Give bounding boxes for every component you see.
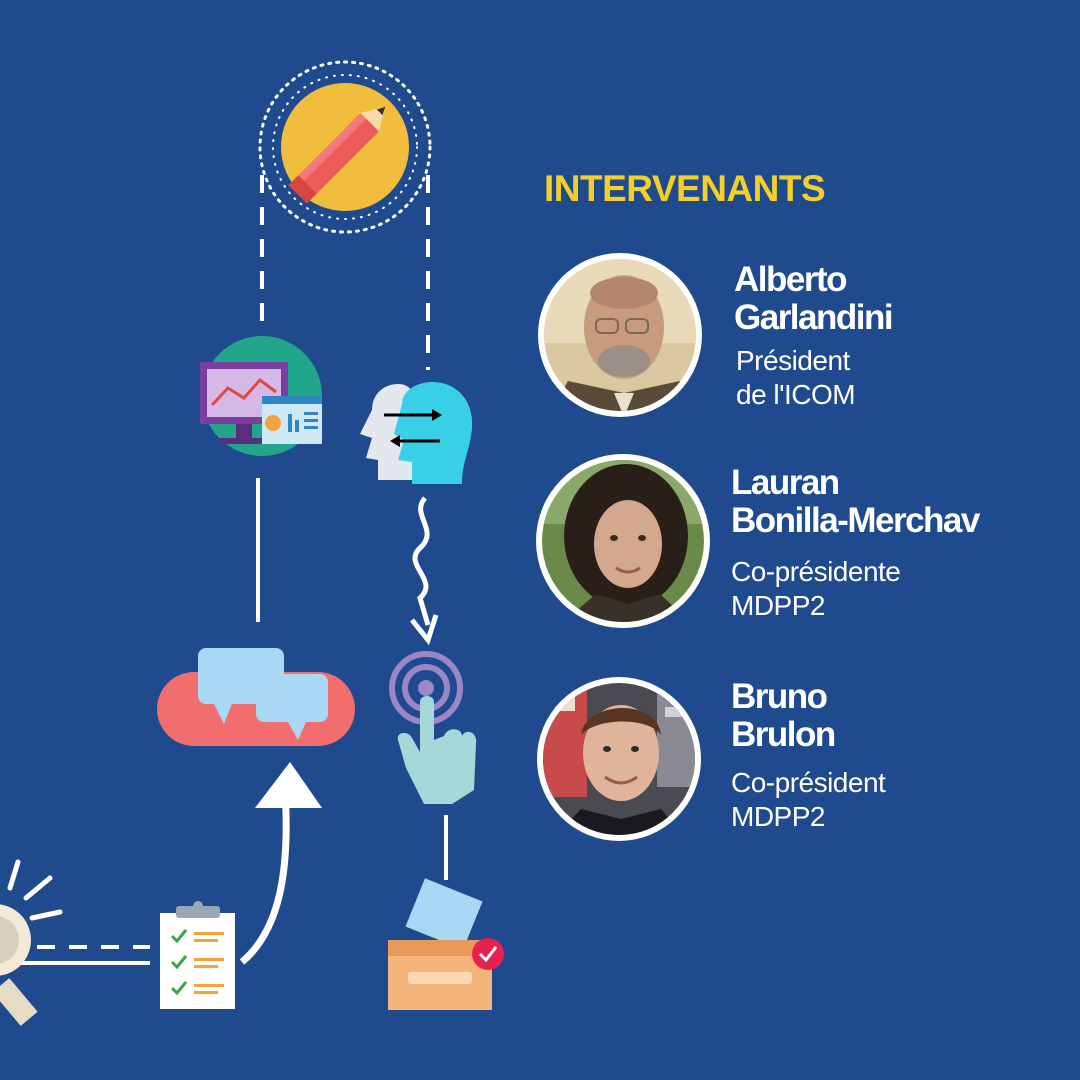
connector-lines <box>5 175 448 965</box>
touch-tap-icon <box>389 651 477 804</box>
speaker-role: Président de l'ICOM <box>736 345 856 410</box>
arrow-head-icon <box>255 762 322 808</box>
speaker-name: Lauran Bonilla-Merchav <box>731 463 980 540</box>
checklist-icon <box>160 901 235 1009</box>
avatar <box>536 454 710 628</box>
speaker-role: Co-président MDPP2 <box>731 767 886 832</box>
ballot-box-icon <box>388 878 504 1010</box>
chat-bubbles-icon <box>157 648 355 746</box>
section-title: INTERVENANTS <box>544 168 826 209</box>
magnifier-icon <box>0 859 63 1026</box>
speaker-role: Co-présidente MDPP2 <box>731 556 901 621</box>
speaker-name: Bruno Brulon <box>731 677 836 754</box>
avatar <box>538 253 702 417</box>
exchange-heads-icon <box>360 382 473 484</box>
dashboard-icon <box>200 336 322 456</box>
avatar <box>537 677 701 841</box>
pencil-icon <box>258 60 432 234</box>
speaker-name: Alberto Garlandini <box>734 260 894 337</box>
